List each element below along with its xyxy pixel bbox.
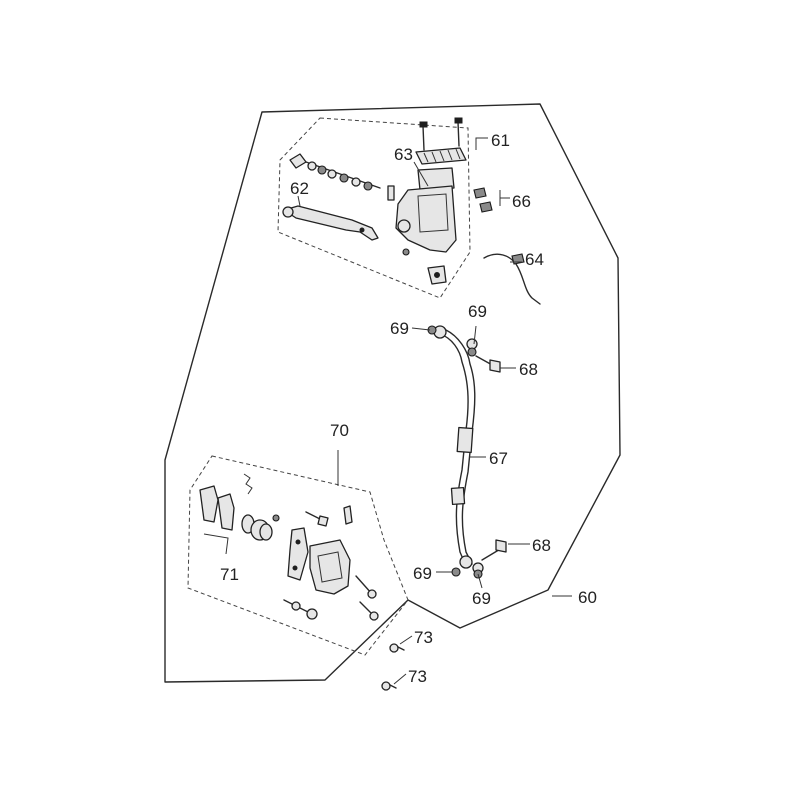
callout-60: 60	[578, 588, 597, 607]
piston-kit	[289, 153, 381, 191]
callout-64: 64	[525, 250, 544, 269]
callout-62: 62	[290, 179, 309, 198]
brake-caliper	[199, 473, 379, 621]
upper-banjo-bolt	[427, 325, 501, 373]
assembly-outline	[164, 103, 621, 683]
callout-73-lower: 73	[408, 667, 427, 686]
leader-lines	[203, 137, 572, 685]
callout-69-upper-left: 69	[390, 319, 409, 338]
brake-lever	[282, 205, 379, 241]
screws-73	[381, 643, 405, 691]
callout-66: 66	[512, 192, 531, 211]
callout-69-lower: 69	[472, 589, 491, 608]
callout-68-lower: 68	[532, 536, 551, 555]
callout-61: 61	[491, 131, 510, 150]
callout-71: 71	[220, 565, 239, 584]
brake-hose	[433, 325, 484, 574]
callout-70: 70	[330, 421, 349, 440]
callout-67: 67	[489, 449, 508, 468]
callout-69-lower-left: 69	[413, 564, 432, 583]
callout-68-upper: 68	[519, 360, 538, 379]
caliper-frame	[187, 455, 409, 656]
callout-73-upper: 73	[414, 628, 433, 647]
callout-63: 63	[394, 145, 413, 164]
callout-69-upper: 69	[468, 302, 487, 321]
master-cylinder-frame	[277, 117, 471, 299]
